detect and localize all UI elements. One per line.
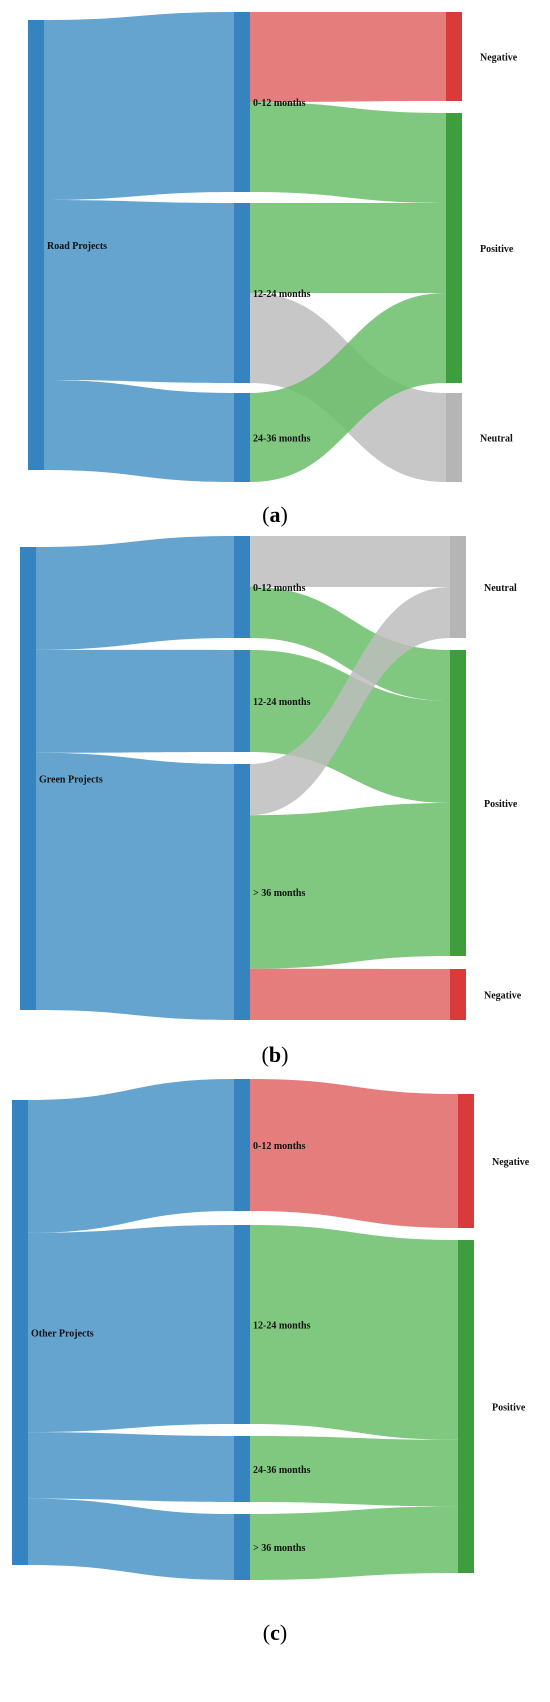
panel-b-link-0-12-months-to-positive (250, 587, 450, 701)
panel-c-node-36-months (234, 1514, 250, 1580)
panel-b-node-positive (450, 650, 466, 956)
panel-c-label-0-12-months: 0-12 months (253, 1141, 306, 1152)
panel-c-node-other-projects (12, 1100, 28, 1565)
panel-a-node-12-24-months (234, 203, 250, 383)
panel-a-links (44, 12, 446, 482)
panel-b-label-negative: Negative (484, 991, 522, 1002)
panel-b-link-source-to-12-24-months (36, 649, 234, 753)
panel-a-labels: Road Projects 0-12 months 12-24 months 24-3… (47, 53, 518, 445)
panel-a: Road Projects 0-12 months 12-24 months 24-3… (28, 12, 518, 527)
panel-c-link-0-12-months-to-negative (250, 1079, 458, 1228)
panel-a-caption-close: ) (281, 502, 288, 527)
panel-c: Other Projects 0-12 months 12-24 months 24-… (12, 1079, 530, 1645)
panel-c-node-24-36-months (234, 1436, 250, 1502)
panel-a-link-source-to-24-36-months (44, 380, 234, 482)
panel-b-node-12-24-months (234, 650, 250, 752)
panel-c-links (28, 1079, 458, 1580)
panel-a-link-0-12-months-to-positive (250, 102, 446, 203)
panel-c-label-positive: Positive (492, 1403, 526, 1414)
panel-a-label-12-24-months: 12-24 months (253, 289, 311, 300)
panel-a-node-negative (446, 12, 462, 101)
panel-a-label-negative: Negative (480, 53, 518, 64)
panel-b-link-36-months-to-positive (250, 803, 450, 969)
panel-a-label-neutral: Neutral (480, 434, 513, 445)
panel-a-label-0-12-months: 0-12 months (253, 98, 306, 109)
panel-c-link-source-to-24-36-months (28, 1432, 234, 1502)
panel-a-node-24-36-months (234, 393, 250, 482)
panel-c-node-0-12-months (234, 1079, 250, 1211)
panel-b-links (36, 536, 450, 1020)
panel-b-caption-open: ( (262, 1042, 269, 1067)
panel-a-node-neutral (446, 393, 462, 482)
panel-b-link-source-to-0-12-months (36, 536, 234, 650)
panel-b-label-green-projects: Green Projects (39, 775, 103, 786)
panel-b-node-neutral (450, 536, 466, 638)
panel-a-caption-open: ( (262, 502, 269, 527)
panel-c-label-12-24-months: 12-24 months (253, 1321, 311, 1332)
panel-b: Green Projects 0-12 months 12-24 months > 3… (20, 536, 522, 1067)
panel-a-label-24-36-months: 24-36 months (253, 434, 311, 445)
panel-b-label-36-months: > 36 months (253, 888, 305, 899)
panel-c-link-36-months-to-positive (250, 1506, 458, 1580)
panel-c-labels: Other Projects 0-12 months 12-24 months 24-… (31, 1141, 530, 1554)
panel-b-node-36-months (234, 764, 250, 1020)
panel-a-caption: (a) (262, 502, 288, 527)
panel-b-link-0-12-months-to-neutral (250, 536, 450, 587)
panel-c-label-36-months: > 36 months (253, 1543, 305, 1554)
panel-b-label-positive: Positive (484, 799, 518, 810)
panel-b-link-36-months-to-negative (250, 968, 450, 1020)
panel-c-link-24-36-months-to-positive (250, 1436, 458, 1507)
panel-b-node-0-12-months (234, 536, 250, 638)
panel-b-label-0-12-months: 0-12 months (253, 583, 306, 594)
panel-c-node-12-24-months (234, 1225, 250, 1424)
panel-b-labels: Green Projects 0-12 months 12-24 months > 3… (39, 583, 522, 1002)
panel-b-caption-letter: b (269, 1042, 281, 1067)
panel-a-link-0-12-months-to-negative (250, 12, 446, 102)
panel-c-label-negative: Negative (492, 1157, 530, 1168)
panel-b-link-36-months-to-neutral (250, 587, 450, 816)
panel-b-label-12-24-months: 12-24 months (253, 697, 311, 708)
panel-c-caption-close: ) (280, 1620, 287, 1645)
panel-c-caption-open: ( (263, 1620, 270, 1645)
panel-a-link-source-to-12-24-months (44, 200, 234, 383)
panel-c-nodes (12, 1079, 474, 1580)
panel-a-label-positive: Positive (480, 244, 514, 255)
panel-a-link-24-36-months-to-positive (250, 293, 446, 482)
panel-b-link-source-to-36-months (36, 752, 234, 1020)
panel-c-label-24-36-months: 24-36 months (253, 1465, 311, 1476)
panel-a-label-road-projects: Road Projects (47, 241, 107, 252)
panel-c-link-source-to-36-months (28, 1498, 234, 1580)
panel-a-node-0-12-months (234, 12, 250, 192)
panel-b-node-green-projects (20, 547, 36, 1010)
panel-b-nodes (20, 536, 466, 1020)
panel-c-link-12-24-months-to-positive (250, 1225, 458, 1440)
panel-c-node-negative (458, 1094, 474, 1228)
panel-c-label-other-projects: Other Projects (31, 1329, 94, 1340)
panel-a-caption-letter: a (270, 502, 281, 527)
panel-a-nodes (28, 12, 462, 482)
panel-a-node-road-projects (28, 20, 44, 470)
panel-c-caption: (c) (263, 1620, 287, 1645)
panel-a-node-positive (446, 113, 462, 383)
panel-c-caption-letter: c (270, 1620, 280, 1645)
panel-b-node-negative (450, 969, 466, 1020)
panel-a-link-source-to-0-12-months (44, 12, 234, 200)
panel-b-caption: (b) (262, 1042, 289, 1067)
panel-b-label-neutral: Neutral (484, 583, 517, 594)
panel-c-link-source-to-0-12-months (28, 1079, 234, 1233)
panel-b-caption-close: ) (281, 1042, 288, 1067)
panel-a-link-12-24-months-to-positive (250, 203, 446, 293)
panel-c-node-positive (458, 1240, 474, 1573)
panel-c-link-source-to-12-24-months (28, 1225, 234, 1433)
